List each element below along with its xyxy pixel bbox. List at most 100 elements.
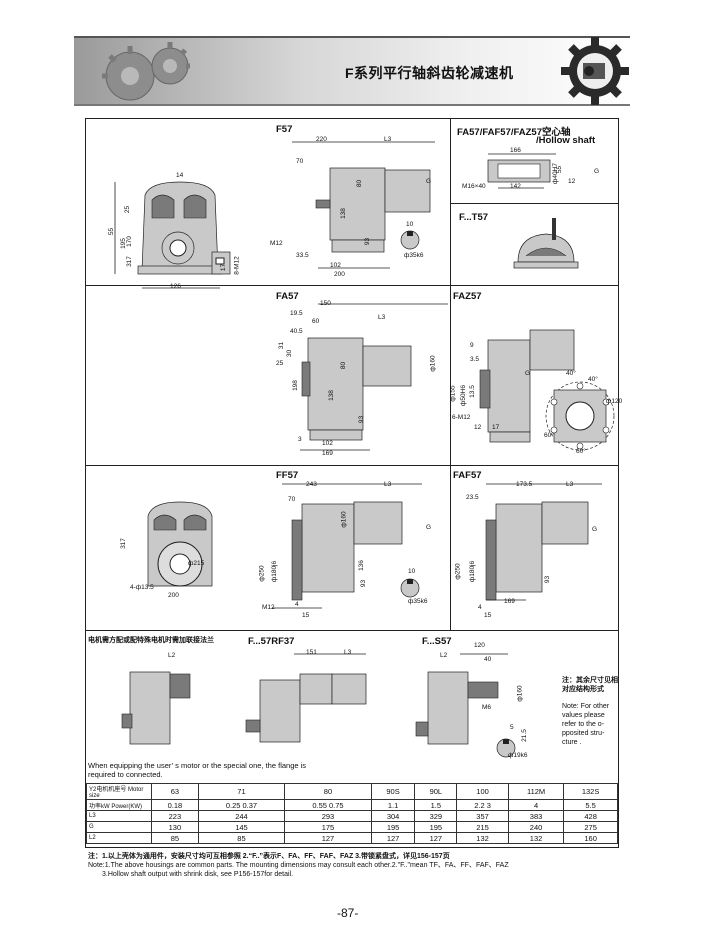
hollow-shaft-drawing — [487, 153, 556, 189]
table-cell: 100 — [456, 783, 509, 800]
label-fa57-hollow: FA57/FAF57/FAZ57空心轴 — [457, 127, 571, 138]
table-cell: 293 — [284, 810, 372, 822]
dim: 5 — [510, 724, 514, 731]
row-label: Y2电机机座号 Motor size — [86, 783, 152, 800]
dim: G — [594, 168, 600, 175]
ft57-drawing — [513, 218, 579, 269]
table-cell: 80 — [284, 783, 372, 800]
dim: 23.5 — [466, 494, 479, 501]
dim: ф35k6 — [408, 598, 428, 605]
f57-front-view — [114, 181, 223, 289]
dim: 9 — [470, 342, 474, 349]
faz57-side-drawing — [479, 329, 575, 443]
gear-illustration-left — [102, 42, 190, 101]
dim: 30 — [286, 349, 294, 358]
table-cell: 127 — [370, 832, 416, 844]
table-cell: 357 — [456, 810, 509, 822]
dim: 220 — [316, 136, 327, 143]
dim: G — [592, 526, 598, 533]
footnote-en-2: 3.Hollow shaft output with shrink disk, … — [102, 871, 294, 878]
dim: 166 — [510, 147, 521, 154]
table-cell: 112M — [507, 783, 565, 800]
table-cell: 4 — [507, 799, 565, 811]
table-cell: 132 — [507, 832, 565, 844]
table-cell: 244 — [197, 810, 286, 822]
ff57-shaft-key — [400, 578, 420, 598]
divider — [450, 465, 451, 630]
f57-shaft-key — [400, 230, 420, 250]
table-cell: 130 — [151, 821, 199, 833]
page-title: F系列平行轴斜齿轮减速机 — [345, 65, 514, 81]
dim: ф180j6 — [469, 560, 477, 583]
dim: 138 — [339, 208, 347, 219]
label-ff57: FF57 — [276, 470, 299, 481]
table-cell: 0.18 — [151, 799, 199, 811]
label-fs57: F...S57 — [422, 636, 452, 647]
dim: 93 — [360, 579, 368, 588]
divider — [85, 285, 619, 286]
dim: 200 — [168, 592, 179, 599]
table-cell: 240 — [507, 821, 565, 833]
table-cell: 175 — [284, 821, 372, 833]
faz57-flange-view — [545, 381, 615, 451]
dim: 150 — [320, 300, 331, 307]
label-f57: F57 — [276, 124, 293, 135]
dim: 40.5 — [290, 328, 303, 335]
dim: 55 — [556, 165, 564, 174]
motor-flange-drawing — [121, 671, 191, 745]
table-cell: 145 — [197, 821, 286, 833]
dim: 93 — [544, 575, 552, 584]
dim: 80 — [356, 179, 364, 188]
label-faf57: FAF57 — [453, 470, 482, 481]
table-cell: 160 — [563, 832, 618, 844]
drawing-sheet — [85, 118, 619, 848]
divider — [85, 465, 619, 466]
dim: 70 — [288, 496, 296, 503]
dim: 3.5 — [470, 356, 480, 363]
dim: 102 — [322, 440, 333, 447]
dim: 3 — [298, 436, 302, 443]
fs57-drawing — [415, 653, 508, 745]
table-cell: 5.5 — [563, 799, 618, 811]
label-hollow-shaft: /Hollow shaft — [536, 135, 596, 146]
dim: L3 — [384, 136, 392, 143]
dim: 136 — [357, 560, 365, 571]
dim: ф19k6 — [508, 752, 528, 759]
dim: 169 — [504, 598, 515, 605]
dim: 200 — [334, 271, 345, 278]
table-cell: 71 — [197, 783, 286, 800]
dim: 40° — [566, 370, 576, 377]
dim: 15 — [302, 612, 310, 619]
dim: 4 — [295, 601, 299, 608]
dim: G — [426, 524, 432, 531]
dim: 80 — [340, 361, 348, 370]
table-cell: 0.55 0.75 — [284, 799, 372, 811]
dim: L3 — [378, 314, 386, 321]
dim: ф35k6 — [404, 252, 424, 259]
dim: 138 — [327, 390, 335, 401]
dim: G — [525, 370, 531, 377]
table-cell: 0.25 0.37 — [197, 799, 286, 811]
dim: 4 — [478, 604, 482, 611]
table-cell: 63 — [151, 783, 199, 800]
label-faz57: FAZ57 — [453, 291, 482, 302]
dim: M12 — [270, 240, 283, 247]
dim: 15 — [484, 612, 492, 619]
dim: 12 — [474, 424, 482, 431]
dim: 173.5 — [516, 481, 533, 488]
dim: 17 — [492, 424, 500, 431]
dim: 60° — [576, 448, 586, 455]
dim: 317 — [125, 256, 133, 267]
dim: ф155 — [449, 385, 457, 402]
table-cell: 195 — [370, 821, 416, 833]
table-cell: 275 — [563, 821, 618, 833]
dim: L2 — [168, 652, 176, 659]
page-number: -87- — [337, 906, 359, 920]
dim: 120 — [474, 642, 485, 649]
divider — [85, 630, 619, 631]
